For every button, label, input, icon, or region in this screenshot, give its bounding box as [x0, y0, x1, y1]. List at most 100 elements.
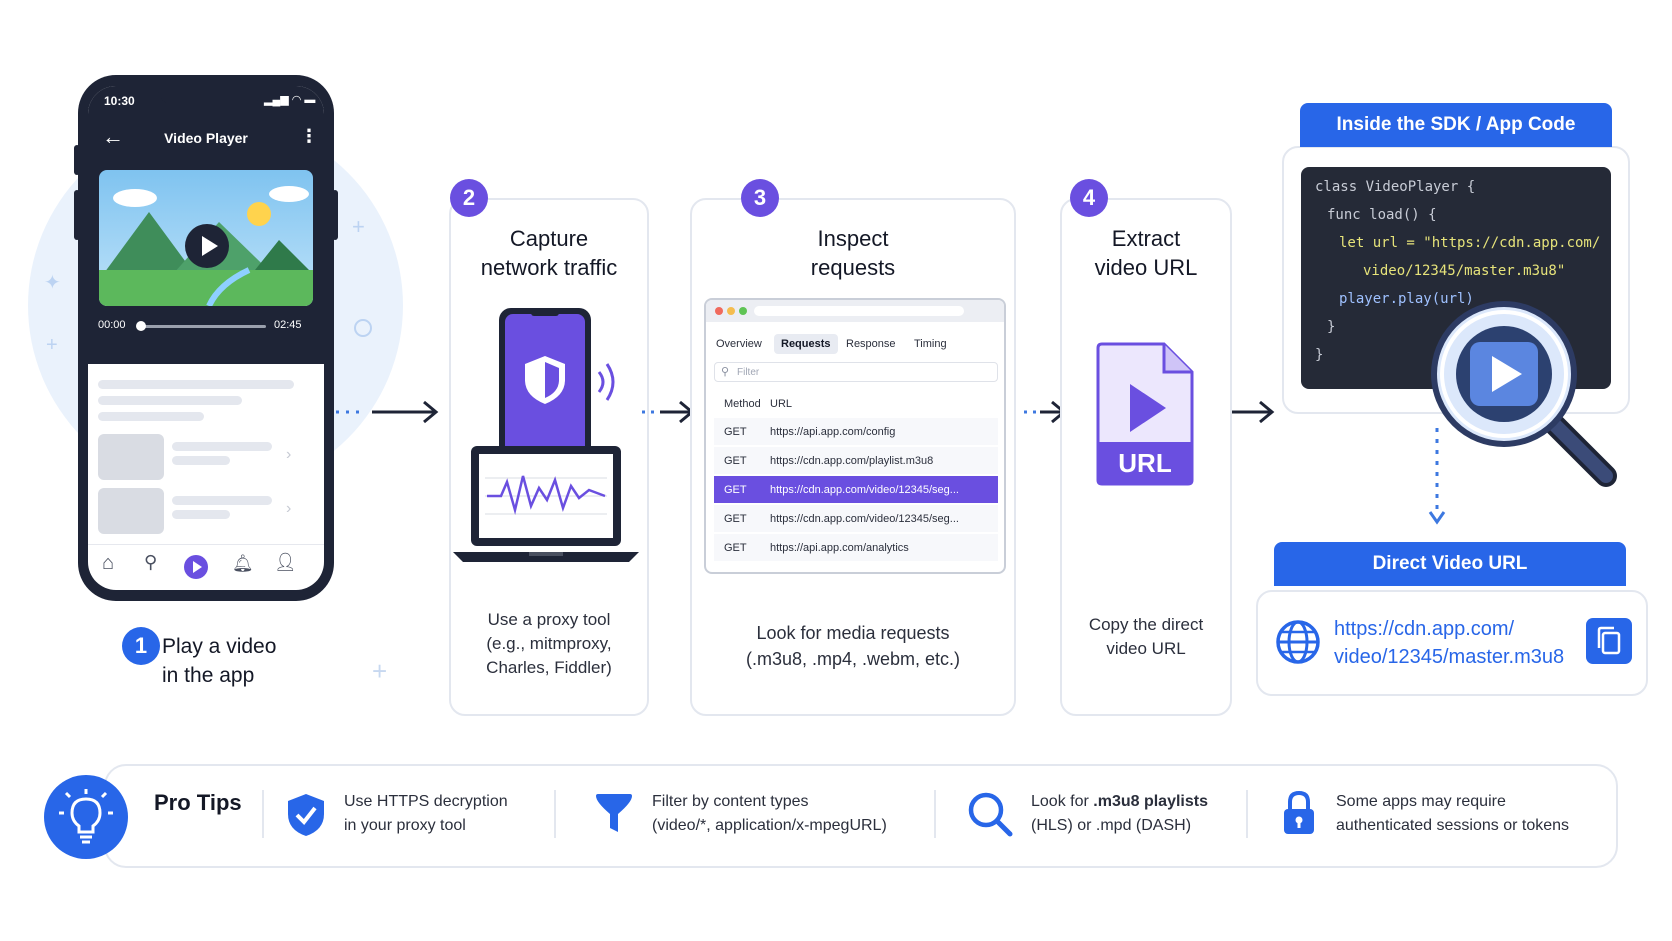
- flow-arrow-down: [1428, 428, 1446, 525]
- elapsed-time: 00:00: [98, 319, 126, 331]
- screen-title: Video Player: [164, 130, 248, 146]
- home-icon[interactable]: ⌂: [102, 552, 115, 574]
- code-line: video/12345/master.m3u8": [1363, 263, 1566, 279]
- phone-side-button: [74, 190, 80, 240]
- placeholder-line: [172, 442, 272, 451]
- tab-bar-divider: [88, 544, 324, 545]
- code-line: }: [1315, 347, 1324, 363]
- tip-line: Some apps may require: [1336, 793, 1506, 810]
- placeholder-line: [172, 456, 230, 465]
- funnel-icon: [596, 794, 632, 832]
- file-label: URL: [1118, 448, 1172, 478]
- direct-url-header: Direct Video URL: [1274, 542, 1626, 586]
- lightbulb-badge: [44, 775, 128, 859]
- pro-tips-title: Pro Tips: [154, 790, 242, 815]
- file-icon: [1096, 342, 1194, 486]
- code-line: }: [1327, 319, 1336, 335]
- copy-icon: [1597, 626, 1621, 655]
- minimize-dot[interactable]: [727, 307, 735, 315]
- code-line: class VideoPlayer {: [1315, 179, 1476, 195]
- lock-icon: [1284, 790, 1314, 834]
- search-icon[interactable]: ⚲: [144, 552, 158, 572]
- table-header: Method URL: [714, 390, 998, 417]
- request-url: https://cdn.app.com/video/12345/seg...: [770, 512, 959, 525]
- list-item-thumbnail[interactable]: [98, 434, 164, 480]
- step-title: Inspect requests: [810, 226, 896, 280]
- plus-icon: +: [46, 334, 58, 356]
- request-method: GET: [724, 483, 747, 496]
- filter-placeholder: Filter: [737, 367, 760, 378]
- step-number: 2: [450, 179, 488, 217]
- tab-requests[interactable]: Requests: [774, 334, 838, 354]
- tip-text: Use HTTPS decryption in your proxy tool: [344, 790, 508, 838]
- code-line: player.play(url): [1339, 291, 1474, 307]
- chevron-right-icon[interactable]: ›: [286, 500, 292, 517]
- video-file-icon: URL: [1094, 342, 1194, 486]
- proxy-capture-illustration: [453, 308, 639, 562]
- request-url: https://api.app.com/config: [770, 425, 896, 438]
- phone-notch: [158, 77, 262, 105]
- user-icon[interactable]: 👤︎: [274, 552, 297, 572]
- pro-tips-bar: [104, 764, 1618, 868]
- list-item-thumbnail[interactable]: [98, 488, 164, 534]
- table-row[interactable]: GET https://cdn.app.com/video/12345/seg..…: [714, 476, 998, 503]
- request-url: https://api.app.com/analytics: [770, 541, 909, 554]
- app-header: 10:30 ▂▄▆ ◠ ▬ ← Video Player ⋮ 00:00: [88, 86, 324, 364]
- tab-play-icon[interactable]: [184, 555, 208, 579]
- play-button[interactable]: [185, 224, 229, 268]
- table-row[interactable]: GET https://api.app.com/config: [714, 418, 998, 445]
- divider: [262, 790, 264, 838]
- total-time: 02:45: [274, 319, 302, 331]
- tip-text: Some apps may require authenticated sess…: [1336, 790, 1569, 838]
- more-vertical-icon[interactable]: ⋮: [300, 126, 318, 146]
- divider: [554, 790, 556, 838]
- chevron-right-icon[interactable]: ›: [286, 446, 292, 463]
- direct-url-card: [1256, 590, 1648, 696]
- tip-line: authenticated sessions or tokens: [1336, 817, 1570, 834]
- placeholder-line: [98, 380, 294, 389]
- placeholder-line: [98, 396, 242, 405]
- video-thumbnail[interactable]: [99, 170, 313, 306]
- direct-url-line2[interactable]: video/12345/master.m3u8: [1334, 646, 1565, 668]
- address-bar[interactable]: [754, 306, 964, 316]
- step-description: Use a proxy tool (e.g., mitmproxy, Charl…: [486, 610, 612, 677]
- filter-input[interactable]: ⚲ Filter: [714, 362, 998, 382]
- play-icon: [193, 561, 202, 573]
- step-description: Look for media requests (.m3u8, .mp4, .w…: [745, 623, 961, 669]
- globe-icon: [1276, 620, 1320, 664]
- copy-button[interactable]: [1586, 618, 1632, 664]
- tip-line-text: Look for: [1031, 793, 1094, 810]
- step-description: Copy the direct video URL: [1088, 615, 1204, 658]
- placeholder-line: [98, 412, 204, 421]
- request-method: GET: [724, 512, 747, 525]
- tab-overview[interactable]: Overview: [716, 338, 762, 350]
- request-method: GET: [724, 454, 747, 467]
- close-dot[interactable]: [715, 307, 723, 315]
- step-title: Capture network traffic: [480, 226, 618, 280]
- step-number: 4: [1070, 179, 1108, 217]
- back-arrow-icon[interactable]: ←: [102, 124, 124, 149]
- maximize-dot[interactable]: [739, 307, 747, 315]
- play-icon: [202, 236, 218, 256]
- plus-icon: +: [352, 214, 365, 239]
- sdk-header: Inside the SDK / App Code: [1300, 103, 1612, 147]
- magnifier-icon: [1431, 301, 1617, 487]
- lightbulb-icon: [59, 789, 113, 844]
- sparkle-icon: ✦: [44, 272, 61, 294]
- bell-icon[interactable]: 🔔︎: [232, 554, 254, 573]
- tab-timing[interactable]: Timing: [914, 338, 947, 350]
- tip-line-emphasis: .m3u8 playlists: [1093, 793, 1208, 810]
- search-icon: ⚲: [721, 366, 730, 378]
- table-row[interactable]: GET https://cdn.app.com/video/12345/seg..…: [714, 505, 998, 532]
- flow-arrow: [1232, 400, 1275, 424]
- progress-track[interactable]: [138, 325, 266, 328]
- progress-knob[interactable]: [135, 321, 146, 331]
- request-url: https://cdn.app.com/video/12345/seg...: [770, 483, 959, 496]
- ring-decor: [354, 319, 372, 337]
- tab-response[interactable]: Response: [846, 338, 896, 350]
- direct-url-line1[interactable]: https://cdn.app.com/: [1334, 618, 1515, 640]
- step-title: Play a video in the app: [162, 635, 277, 687]
- request-method: GET: [724, 425, 747, 438]
